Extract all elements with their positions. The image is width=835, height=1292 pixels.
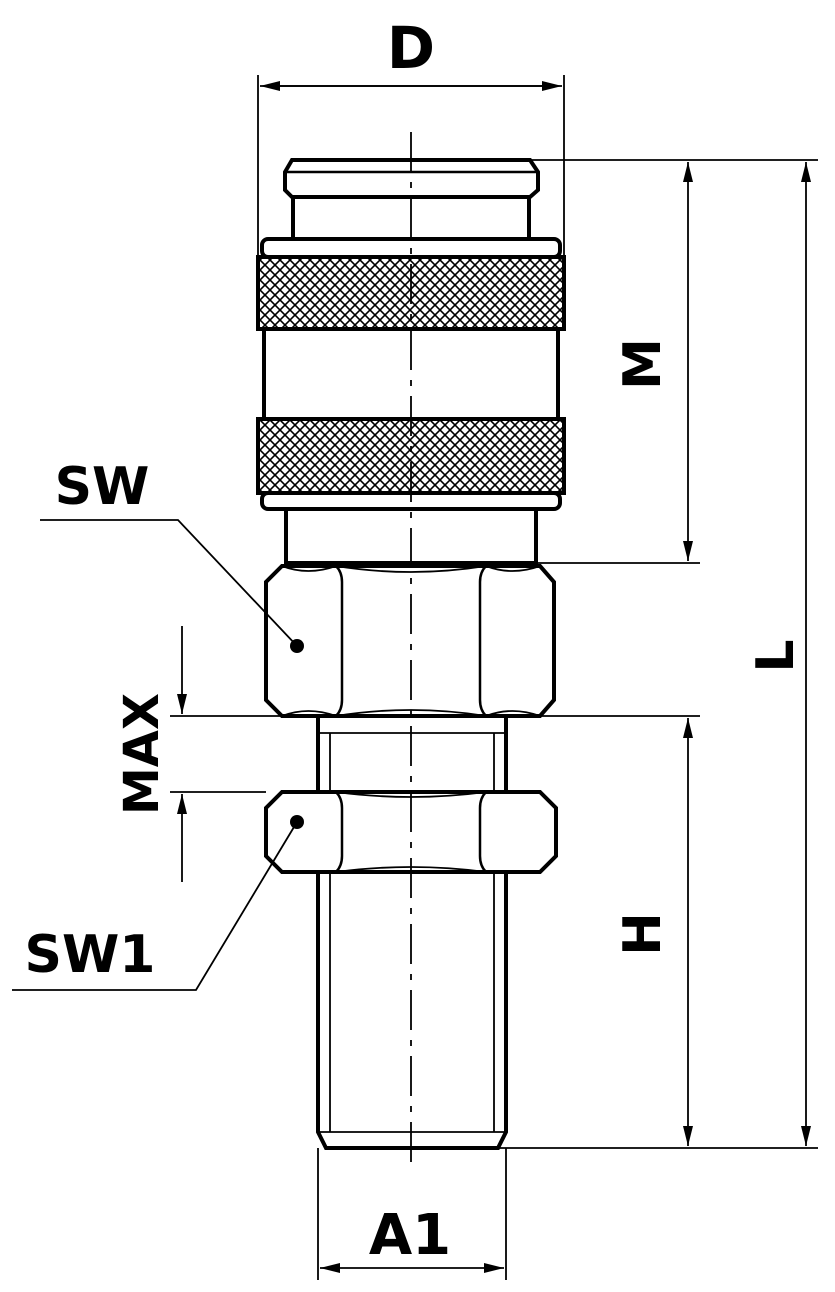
label-max: MAX: [114, 693, 170, 815]
dimension-a1: A1: [317, 1148, 507, 1280]
dimension-max: MAX: [114, 626, 187, 882]
leader-sw: SW: [40, 457, 298, 647]
label-m: M: [613, 338, 673, 390]
label-sw1: SW1: [25, 925, 156, 985]
hex-nut-sw: [264, 564, 556, 718]
dimension-h: H: [613, 718, 693, 1146]
label-d: D: [387, 14, 435, 82]
label-l: L: [746, 639, 806, 672]
dimension-d: D: [257, 14, 565, 257]
threaded-stem: [316, 714, 508, 1150]
label-h: H: [613, 912, 673, 956]
label-a1: A1: [369, 1203, 451, 1268]
dimension-m: M: [613, 162, 693, 561]
dimension-l: L: [746, 162, 811, 1146]
label-sw: SW: [55, 457, 150, 517]
leader-sw1: SW1: [12, 821, 298, 991]
